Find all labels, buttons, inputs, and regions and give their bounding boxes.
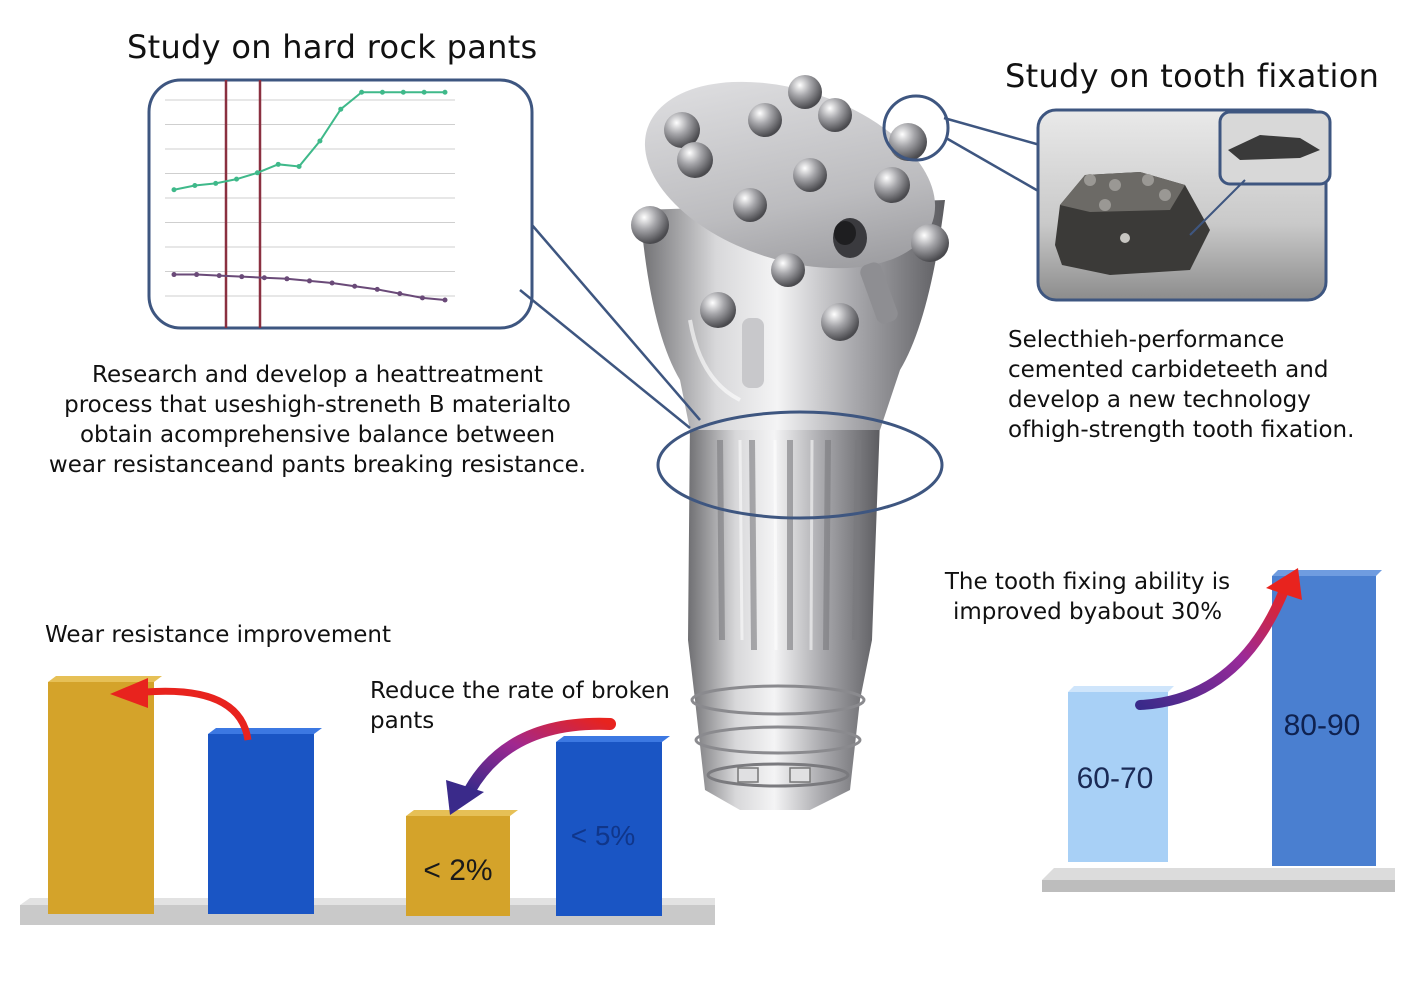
chart-point [213, 180, 219, 186]
chart-point [359, 89, 365, 95]
chart-point [261, 275, 267, 281]
drill-bit-illustration [631, 75, 949, 810]
tooth-fixing-label-line: The tooth fixing ability is [944, 569, 1231, 595]
tooth-fixation-description-line: cemented carbideteeth and [1008, 357, 1329, 383]
tooth-fixing-label-line: improved byabout 30% [952, 599, 1223, 625]
chart-point [171, 187, 177, 193]
chart-point [397, 291, 403, 297]
hard-rock-description-line: wear resistanceand pants breaking resist… [48, 452, 587, 478]
fixing-bar-old [1068, 692, 1168, 862]
chart-point [234, 176, 240, 182]
tooth-fixation-title: Study on tooth fixation [1005, 57, 1380, 95]
chart-point [317, 138, 323, 144]
fixing-bar-old-value: 60-70 [1077, 762, 1154, 795]
hard-rock-description-line: obtain acomprehensive balance between [79, 422, 556, 448]
chart-point [254, 170, 260, 176]
broken-bar-new-value: < 2% [423, 854, 492, 887]
broken-bar-new [406, 816, 510, 916]
chart-series-group [171, 89, 448, 303]
hard-rock-description: Research and develop a heattreatment pro… [30, 360, 605, 480]
chart-callout-box [147, 78, 534, 330]
chart-point [379, 89, 385, 95]
chart-point [275, 161, 281, 167]
tooth-fixing-chart [1042, 568, 1395, 892]
broken-bar-old-value: < 5% [571, 820, 636, 851]
chart-point [192, 183, 198, 189]
hard-rock-description-line: Research and develop a heattreatment [92, 362, 543, 388]
chart-point [419, 295, 425, 301]
wear-bar-baseline [208, 734, 314, 914]
chart-point [284, 276, 290, 282]
tooth-fixation-description-line: Selecthieh-performance [1008, 327, 1285, 353]
hard-rock-title: Study on hard rock pants [127, 28, 538, 66]
chart-gridlines [165, 99, 455, 297]
broken-rate-chart [406, 717, 670, 916]
chart-point [374, 286, 380, 292]
chart-point [352, 283, 358, 289]
tooth-highlight-circle [882, 94, 950, 162]
chart-point [329, 280, 335, 286]
chart-point [239, 274, 245, 280]
chart-point [442, 297, 448, 303]
chart-point [216, 273, 222, 279]
fixing-bar-new [1272, 576, 1376, 866]
wear-resistance-chart [20, 676, 715, 925]
chart-point [307, 278, 312, 284]
tooth-fixation-description: Selecthieh-performance cemented carbidet… [1008, 325, 1408, 445]
broken-rate-label-line: pants [370, 708, 435, 734]
tooth-fixation-description-line: ofhigh-strength tooth fixation. [1008, 417, 1355, 443]
hard-rock-description-line: process that useshigh-streneth B materia… [64, 392, 571, 418]
chart-point [171, 272, 177, 278]
broken-bar-old [556, 742, 662, 916]
tooth-photo-illustration [1055, 110, 1332, 275]
wear-resistance-label: Wear resistance improvement [45, 622, 391, 648]
chart-point [338, 106, 344, 112]
wear-bar-improved [48, 682, 154, 914]
tooth-fixation-description-line: develop a new technology [1008, 387, 1311, 413]
chart-point [442, 89, 448, 95]
shank-highlight-ellipse [656, 410, 944, 520]
chart-series-line [173, 91, 445, 191]
broken-rate-label-line: Reduce the rate of broken [370, 678, 670, 704]
chart-point [296, 163, 302, 169]
fixing-bar-new-value: 80-90 [1284, 709, 1361, 742]
chart-point [421, 89, 427, 95]
chart-point [400, 89, 406, 95]
broken-rate-label: Reduce the rate of broken pants [370, 676, 700, 736]
chart-point [194, 272, 200, 278]
tooth-fixing-label: The tooth fixing ability is improved bya… [925, 567, 1250, 627]
